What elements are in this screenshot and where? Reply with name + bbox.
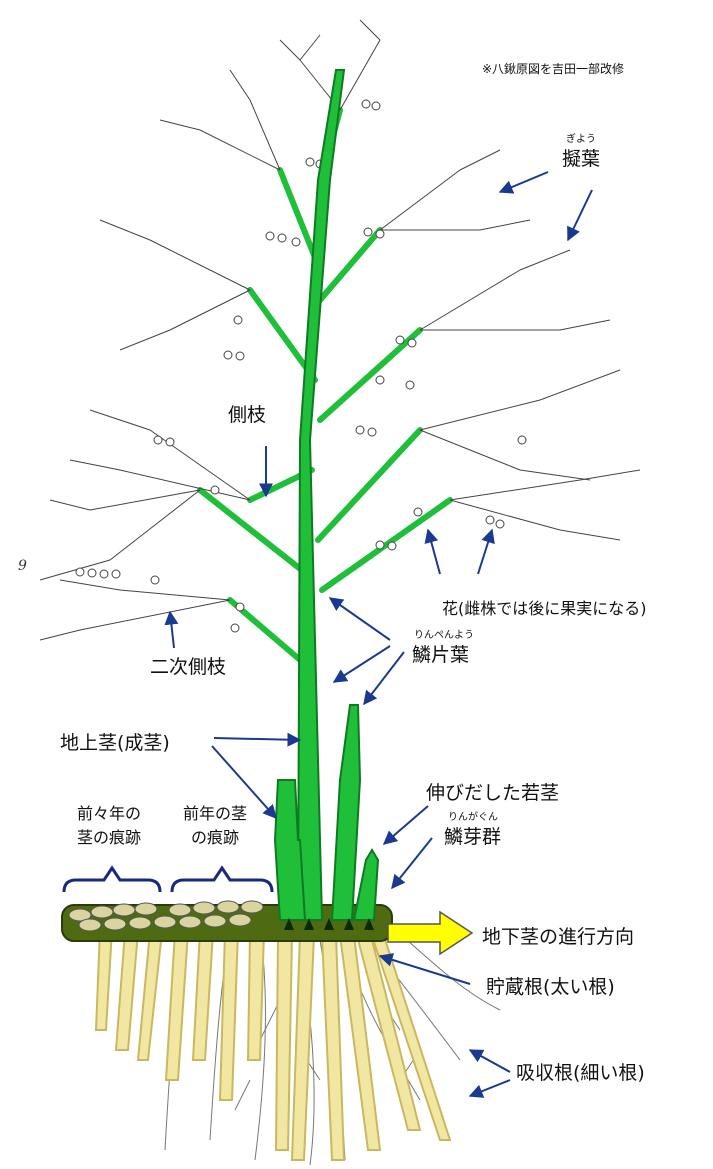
sokushi-label: 側枝: [228, 404, 267, 426]
zen-label-line2: の痕跡: [190, 828, 239, 847]
zenzen-label-line1: 前々年の: [76, 804, 141, 823]
stems: [273, 69, 380, 930]
pointer-arrows: [164, 171, 593, 1098]
credit-note: ※八鍬原図を吉田一部改修: [482, 62, 625, 76]
small-mark: 9: [18, 558, 27, 574]
chijoukei-label: 地上茎(成茎): [60, 732, 170, 754]
stem-scars: [68, 900, 264, 932]
year-braces: [62, 865, 274, 893]
niji-sokushi-label: 二次側枝: [150, 656, 227, 678]
gikyou-label: 擬葉: [562, 148, 601, 170]
young-shoot-label: 伸びだした若茎: [426, 782, 560, 804]
ringagun-ruby: りんがぐん: [448, 812, 498, 823]
ringagun-label: 鱗芽群: [444, 826, 502, 848]
zenzen-label-line2: 茎の痕跡: [76, 828, 141, 847]
rhizome-direction-arrow: [387, 910, 474, 956]
zen-label-line1: 前年の茎: [182, 804, 247, 823]
storage-roots: [94, 929, 452, 1161]
flower-label: 花(雌株では後に果実になる): [442, 599, 647, 618]
storage-root-label: 貯蔵根(太い根): [486, 976, 615, 998]
rhizome-direction-label: 地下茎の進行方向: [482, 926, 635, 948]
rinpenyou-ruby: りんぺんよう: [414, 630, 474, 641]
gikyou-ruby: ぎよう: [566, 134, 596, 145]
absorbing-root-label: 吸収根(細い根): [516, 1062, 645, 1084]
rinpenyou-label: 鱗片葉: [412, 644, 470, 666]
twigs: [39, 19, 641, 641]
